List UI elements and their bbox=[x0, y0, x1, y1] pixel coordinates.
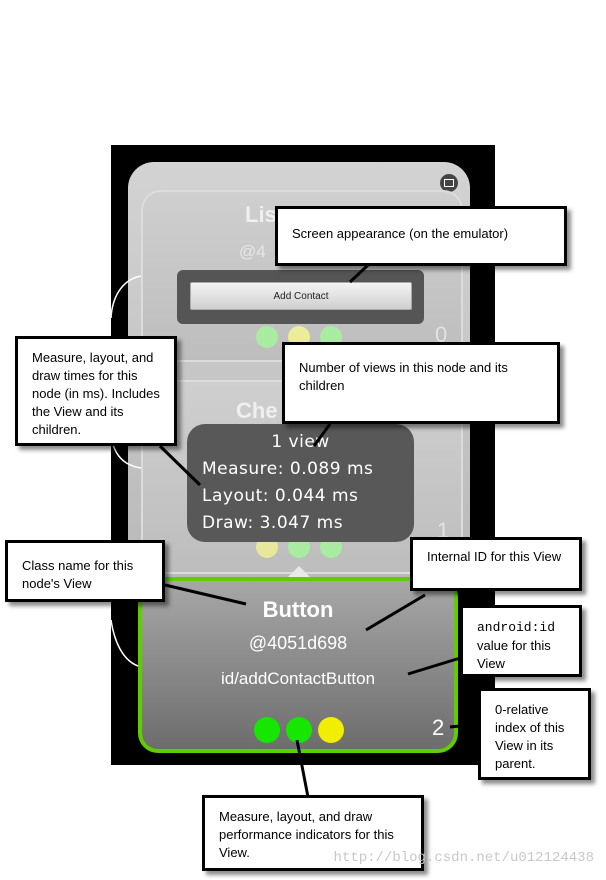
draw-indicator bbox=[318, 717, 344, 743]
callout-android-id-code: android:id bbox=[477, 620, 556, 635]
preview-add-contact-button: Add Contact bbox=[190, 282, 412, 310]
callout-times: Measure, layout, and draw times for this… bbox=[15, 336, 177, 446]
measure-indicator bbox=[256, 326, 278, 348]
measure-indicator bbox=[254, 717, 280, 743]
callout-class-name: Class name for this node's View bbox=[5, 540, 165, 602]
node-hash: @4051d698 bbox=[248, 633, 348, 653]
tooltip-layout: Layout: 0.044 ms bbox=[202, 486, 359, 506]
tooltip-measure: Measure: 0.089 ms bbox=[202, 459, 374, 479]
callout-class-text: Class name for this node's View bbox=[22, 558, 134, 591]
tooltip-pointer bbox=[285, 566, 313, 580]
callout-android-id: android:id value for this View bbox=[460, 605, 582, 677]
callout-screen-appearance: Screen appearance (on the emulator) bbox=[275, 206, 567, 266]
maximize-icon[interactable] bbox=[440, 174, 458, 192]
callout-views-count: Number of views in this node and its chi… bbox=[282, 342, 560, 424]
node-id: id/addContactButton bbox=[220, 669, 376, 688]
button-node-index: 2 bbox=[432, 715, 445, 740]
callout-times-text: Measure, layout, and draw times for this… bbox=[32, 350, 160, 437]
checkbox-node-index: 1 bbox=[437, 518, 450, 543]
layout-indicator bbox=[286, 717, 312, 743]
callout-indicators-text: Measure, layout, and draw performance in… bbox=[219, 809, 394, 860]
tooltip-views: 1 view bbox=[271, 432, 330, 452]
callout-index-text: 0-relative index of this View in its par… bbox=[495, 702, 565, 771]
callout-index: 0-relative index of this View in its par… bbox=[478, 688, 591, 780]
watermark: http://blog.csdn.net/u012124438 bbox=[333, 850, 594, 866]
listview-node-index: 0 bbox=[435, 322, 448, 347]
listview-node-hash: @4 bbox=[239, 242, 266, 261]
callout-internal-id: Internal ID for this View bbox=[410, 537, 582, 591]
callout-android-id-text: value for this View bbox=[477, 638, 551, 671]
tooltip-draw: Draw: 3.047 ms bbox=[202, 513, 344, 533]
button-node[interactable]: Button @4051d698 id/addContactButton bbox=[138, 577, 458, 753]
node-class-name: Button bbox=[262, 597, 334, 622]
callout-indicators: Measure, layout, and draw performance in… bbox=[202, 795, 424, 871]
callout-views-text: Number of views in this node and its chi… bbox=[299, 360, 508, 393]
checkbox-node-title: Che bbox=[236, 398, 278, 423]
callout-internal-id-text: Internal ID for this View bbox=[427, 549, 562, 564]
node-tooltip: 1 view Measure: 0.089 ms Layout: 0.044 m… bbox=[187, 424, 414, 542]
callout-screen-text: Screen appearance (on the emulator) bbox=[292, 226, 509, 241]
